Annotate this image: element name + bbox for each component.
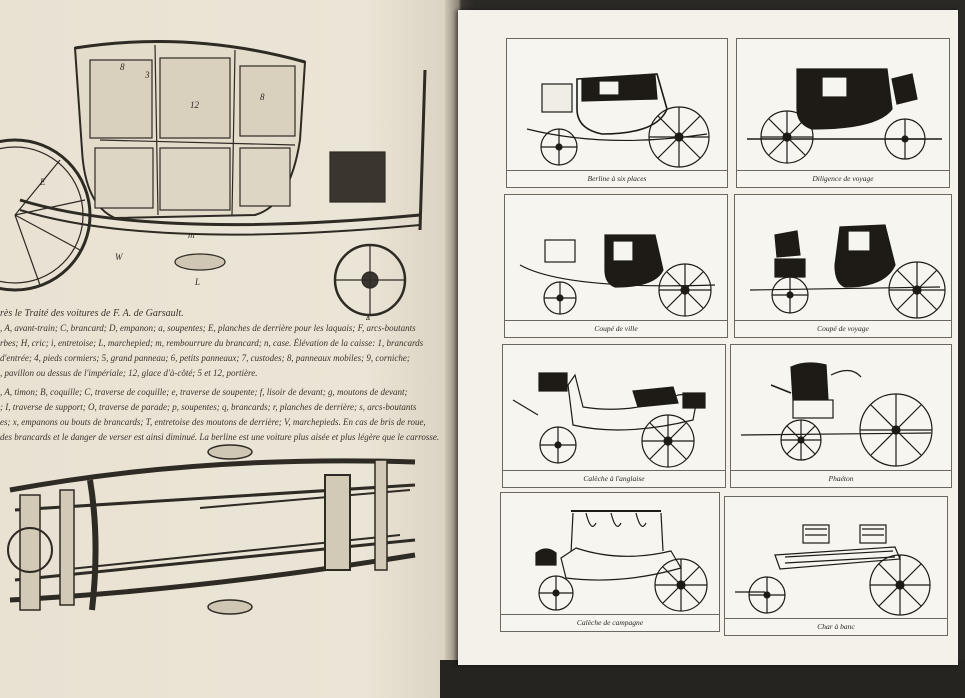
svg-text:W: W — [115, 252, 124, 262]
carriage-panel: Calèche à l'anglaise — [502, 344, 726, 488]
chassis-plan-engraving — [7, 444, 416, 615]
panel-label: Phaéton — [731, 470, 951, 487]
caption-line: ; I, traverse de support; O, traverse de… — [0, 402, 417, 412]
berline-engraving: 8 3 12 8E A mW L — [0, 40, 427, 320]
svg-text:3: 3 — [144, 70, 150, 80]
coupe-de-ville-illustration — [519, 234, 716, 317]
svg-text:8: 8 — [120, 62, 125, 72]
svg-text:m: m — [188, 230, 195, 240]
diligence-illustration — [747, 68, 942, 164]
svg-text:L: L — [194, 277, 200, 287]
engraving-caption: rès le Traité des voitures de F. A. de G… — [0, 308, 440, 447]
svg-text:12: 12 — [190, 100, 200, 110]
carriage-panel: Coupé de voyage — [734, 194, 952, 338]
char-a-banc-illustration — [735, 524, 931, 616]
caption-line: d'entrée; 4, pieds cormiers; 5, grand pa… — [0, 353, 410, 363]
caption-line: des brancards et le danger de verser est… — [0, 432, 440, 442]
caption-line: , pavillon ou dessus de l'impériale; 12,… — [0, 368, 258, 378]
caption-line: , A, timon; B, coquille; C, traverse de … — [0, 387, 408, 397]
carriage-panel: Calèche de campagne — [500, 492, 720, 632]
coupe-de-voyage-illustration — [749, 224, 946, 319]
caption-line: rbes; H, cric; i, entretoise; L, marchep… — [0, 338, 424, 348]
panel-label: Diligence de voyage — [737, 170, 949, 187]
caleche-campagne-illustration — [535, 510, 708, 612]
panel-label: Berline à six places — [507, 170, 727, 187]
phaeton-illustration — [740, 362, 933, 467]
carriage-panel: Phaéton — [730, 344, 952, 488]
caption-line: , A, avant-train; C, brancard; D, empano… — [0, 323, 416, 333]
caption-title: rès le Traité des voitures de F. A. de G… — [0, 308, 184, 319]
carriage-panel: Char à banc — [724, 496, 948, 636]
svg-text:8: 8 — [260, 92, 265, 102]
svg-text:E: E — [39, 177, 46, 187]
right-page: Berline à six places Diligence de voyage — [458, 10, 958, 665]
berline-illustration — [526, 73, 710, 168]
panel-label: Coupé de ville — [505, 320, 727, 337]
carriage-panel: Berline à six places — [506, 38, 728, 188]
carriage-panel: Diligence de voyage — [736, 38, 950, 188]
caleche-anglaise-illustration — [512, 372, 706, 468]
panel-label: Coupé de voyage — [735, 320, 951, 337]
svg-text:A: A — [364, 314, 371, 320]
table-surface — [440, 660, 965, 698]
panel-label: Calèche à l'anglaise — [503, 470, 725, 487]
carriage-panel: Coupé de ville — [504, 194, 728, 338]
panel-label: Char à banc — [725, 618, 947, 635]
panel-label: Calèche de campagne — [501, 614, 719, 631]
caption-line: es; x, empanons ou bouts de brancards; T… — [0, 417, 426, 427]
